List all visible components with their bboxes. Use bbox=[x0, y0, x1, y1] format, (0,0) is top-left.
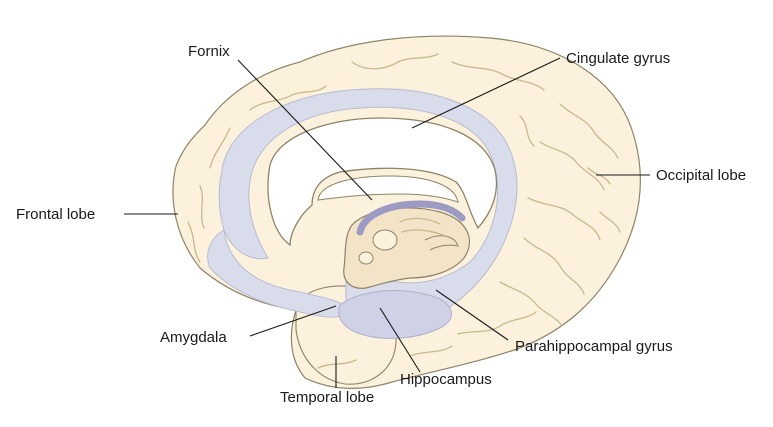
label-temporal-lobe: Temporal lobe bbox=[280, 389, 374, 406]
label-frontal-lobe: Frontal lobe bbox=[16, 206, 95, 223]
label-amygdala: Amygdala bbox=[160, 329, 227, 346]
label-fornix: Fornix bbox=[188, 43, 230, 60]
anterior-commissure bbox=[359, 252, 373, 264]
label-cingulate-gyrus: Cingulate gyrus bbox=[566, 50, 670, 67]
label-occipital-lobe: Occipital lobe bbox=[656, 167, 746, 184]
label-parahippocampal-gyrus: Parahippocampal gyrus bbox=[515, 338, 673, 355]
label-hippocampus: Hippocampus bbox=[400, 371, 492, 388]
mammillary-body bbox=[373, 230, 397, 250]
